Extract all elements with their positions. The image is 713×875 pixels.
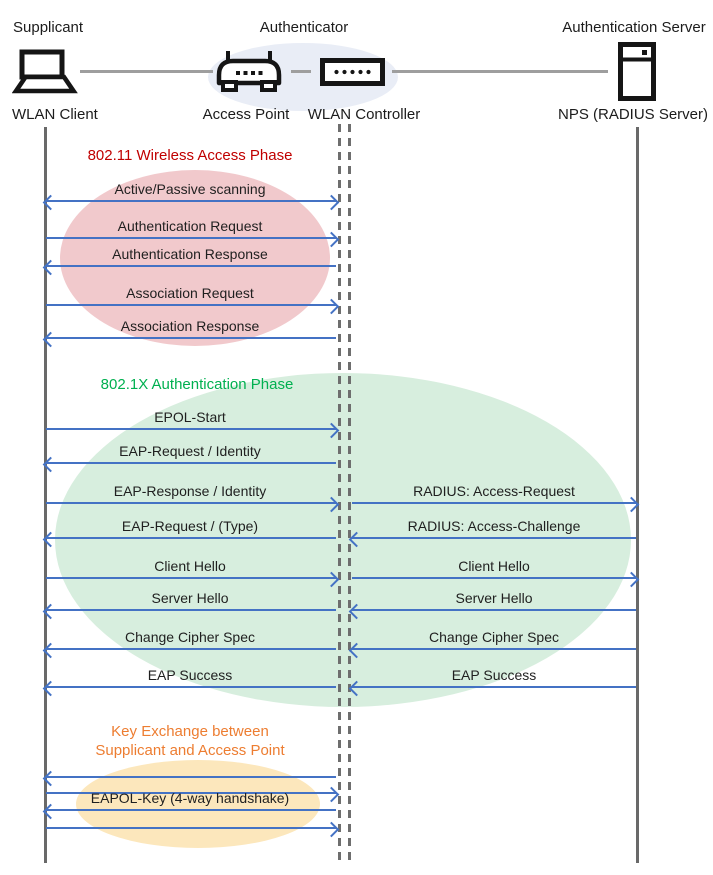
message-arrow (352, 609, 636, 611)
phase-title-key-exchange-line2: Supplicant and Access Point (95, 742, 285, 759)
message-label: EAP Success (451, 667, 537, 683)
access-point-icon (216, 49, 282, 95)
message-label: Server Hello (151, 590, 229, 606)
message-arrow (46, 776, 336, 778)
message-arrow (46, 200, 336, 202)
role-authenticator: Authenticator (259, 19, 349, 36)
message-arrow (46, 337, 336, 339)
device-access-point: Access Point (202, 106, 290, 123)
connector-client-ap (80, 70, 213, 73)
phase-title-80211: 802.11 Wireless Access Phase (87, 147, 293, 164)
phase3-ellipse (76, 760, 320, 848)
laptop-icon (11, 49, 78, 95)
message-arrow (46, 502, 336, 504)
message-arrow (46, 237, 336, 239)
message-arrow (352, 537, 636, 539)
connector-controller-server (392, 70, 608, 73)
message-arrow (46, 809, 336, 811)
message-arrow (46, 609, 336, 611)
message-arrow (46, 428, 336, 430)
phase-title-key-exchange-line1: Key Exchange between (111, 723, 269, 740)
message-label: EAP-Request / (Type) (121, 518, 259, 534)
device-nps: NPS (RADIUS Server) (557, 106, 709, 123)
message-label: EAPOL-Key (4-way handshake) (90, 790, 290, 806)
message-label: Association Request (126, 285, 254, 301)
message-label: Change Cipher Spec (125, 629, 255, 645)
message-arrow (352, 686, 636, 688)
message-label: Client Hello (154, 558, 226, 574)
message-arrow (46, 792, 336, 794)
wlan-controller-icon (320, 58, 385, 86)
supplicant-lifeline (44, 127, 47, 863)
message-arrow (46, 304, 336, 306)
message-arrow (46, 577, 336, 579)
message-label: EAP-Request / Identity (119, 443, 261, 459)
message-label: Authentication Request (117, 218, 263, 234)
phase-title-key-exchange: Key Exchange between Supplicant and Acce… (95, 722, 284, 760)
phase-title-8021x: 802.1X Authentication Phase (100, 376, 294, 393)
authenticator-lifeline-dash-1 (338, 124, 341, 860)
message-arrow (46, 462, 336, 464)
message-label: RADIUS: Access-Challenge (407, 518, 581, 534)
message-arrow (46, 537, 336, 539)
message-arrow (352, 502, 636, 504)
message-label: EAP-Response / Identity (113, 483, 267, 499)
message-label: EAP Success (147, 667, 233, 683)
message-arrow (46, 265, 336, 267)
message-arrow (46, 648, 336, 650)
role-supplicant: Supplicant (13, 19, 84, 36)
message-label: Change Cipher Spec (429, 629, 559, 645)
message-label: RADIUS: Access-Request (413, 483, 575, 499)
message-label: Authentication Response (112, 246, 268, 262)
message-arrow (352, 577, 636, 579)
message-label: Server Hello (455, 590, 533, 606)
server-lifeline (636, 127, 639, 863)
message-label: Client Hello (458, 558, 530, 574)
phase2-ellipse (55, 373, 631, 707)
connector-ap-controller (291, 70, 311, 73)
message-label: EPOL-Start (154, 409, 226, 425)
message-arrow (46, 686, 336, 688)
authenticator-lifeline-dash-2 (348, 124, 351, 860)
server-icon (618, 42, 656, 101)
message-arrow (352, 648, 636, 650)
message-arrow (46, 827, 336, 829)
device-wlan-client: WLAN Client (12, 106, 98, 123)
role-authentication-server: Authentication Server (562, 19, 706, 36)
message-label: Active/Passive scanning (114, 181, 266, 197)
device-wlan-controller: WLAN Controller (307, 106, 421, 123)
message-label: Association Response (120, 318, 260, 334)
